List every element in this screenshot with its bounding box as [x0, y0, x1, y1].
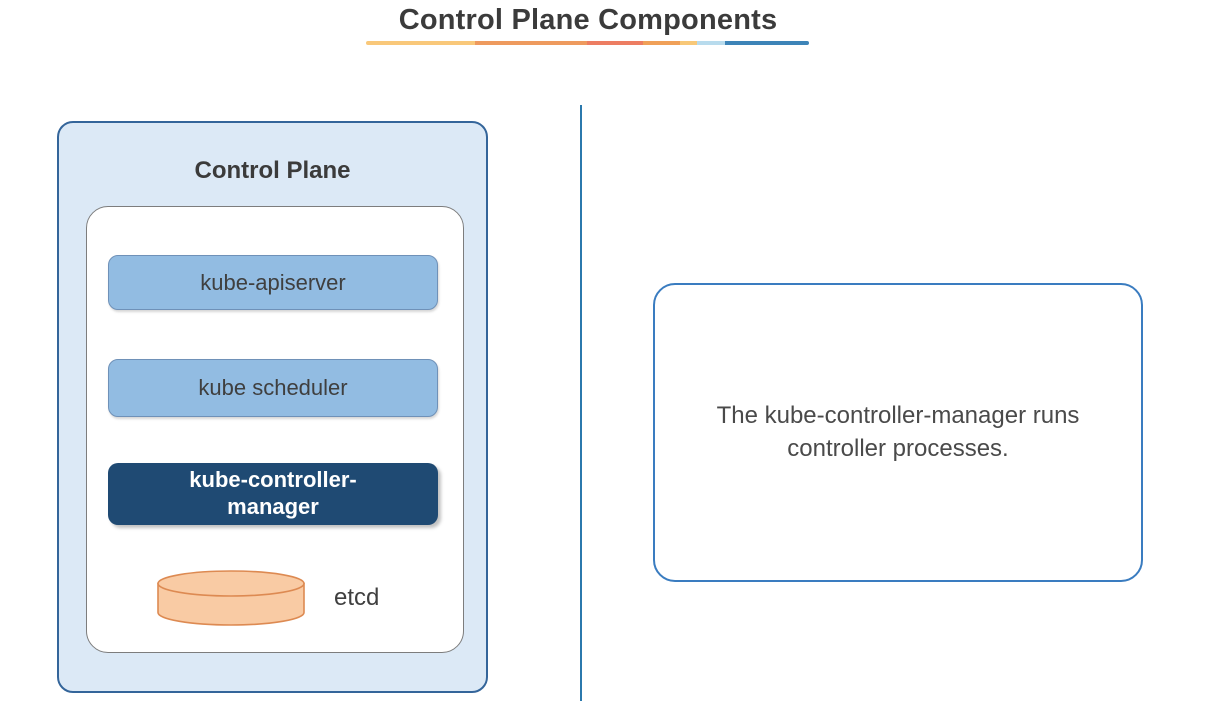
component-kube-apiserver: kube-apiserver [108, 255, 438, 310]
detail-panel: The kube-controller-manager runs control… [653, 283, 1143, 582]
component-kube-scheduler: kube scheduler [108, 359, 438, 417]
underline-segment [725, 41, 809, 45]
component-label: kube-controller-manager [189, 467, 357, 519]
underline-segment [366, 41, 475, 45]
etcd-label: etcd [334, 584, 380, 611]
control-plane-label: Control Plane [194, 157, 351, 184]
detail-panel-text: The kube-controller-manager runs control… [716, 402, 1080, 462]
underline-segment [643, 41, 680, 45]
title-underline-decoration [366, 41, 809, 45]
underline-segment [587, 41, 643, 45]
underline-segment [697, 41, 725, 45]
component-kube-controller-manager: kube-controller-manager [108, 463, 438, 525]
underline-segment [680, 41, 697, 45]
component-label: kube-apiserver [200, 269, 346, 295]
component-label: kube scheduler [198, 375, 348, 400]
underline-segment [475, 41, 587, 45]
database-cylinder-icon [157, 570, 305, 626]
page-title: Control Plane Components [398, 4, 778, 36]
components-container: kube-apiserver kube scheduler kube-contr… [86, 206, 464, 653]
control-plane-group: Control Plane kube-apiserver kube schedu… [57, 121, 488, 693]
etcd-datastore: etcd [155, 569, 379, 627]
vertical-divider [580, 105, 582, 701]
